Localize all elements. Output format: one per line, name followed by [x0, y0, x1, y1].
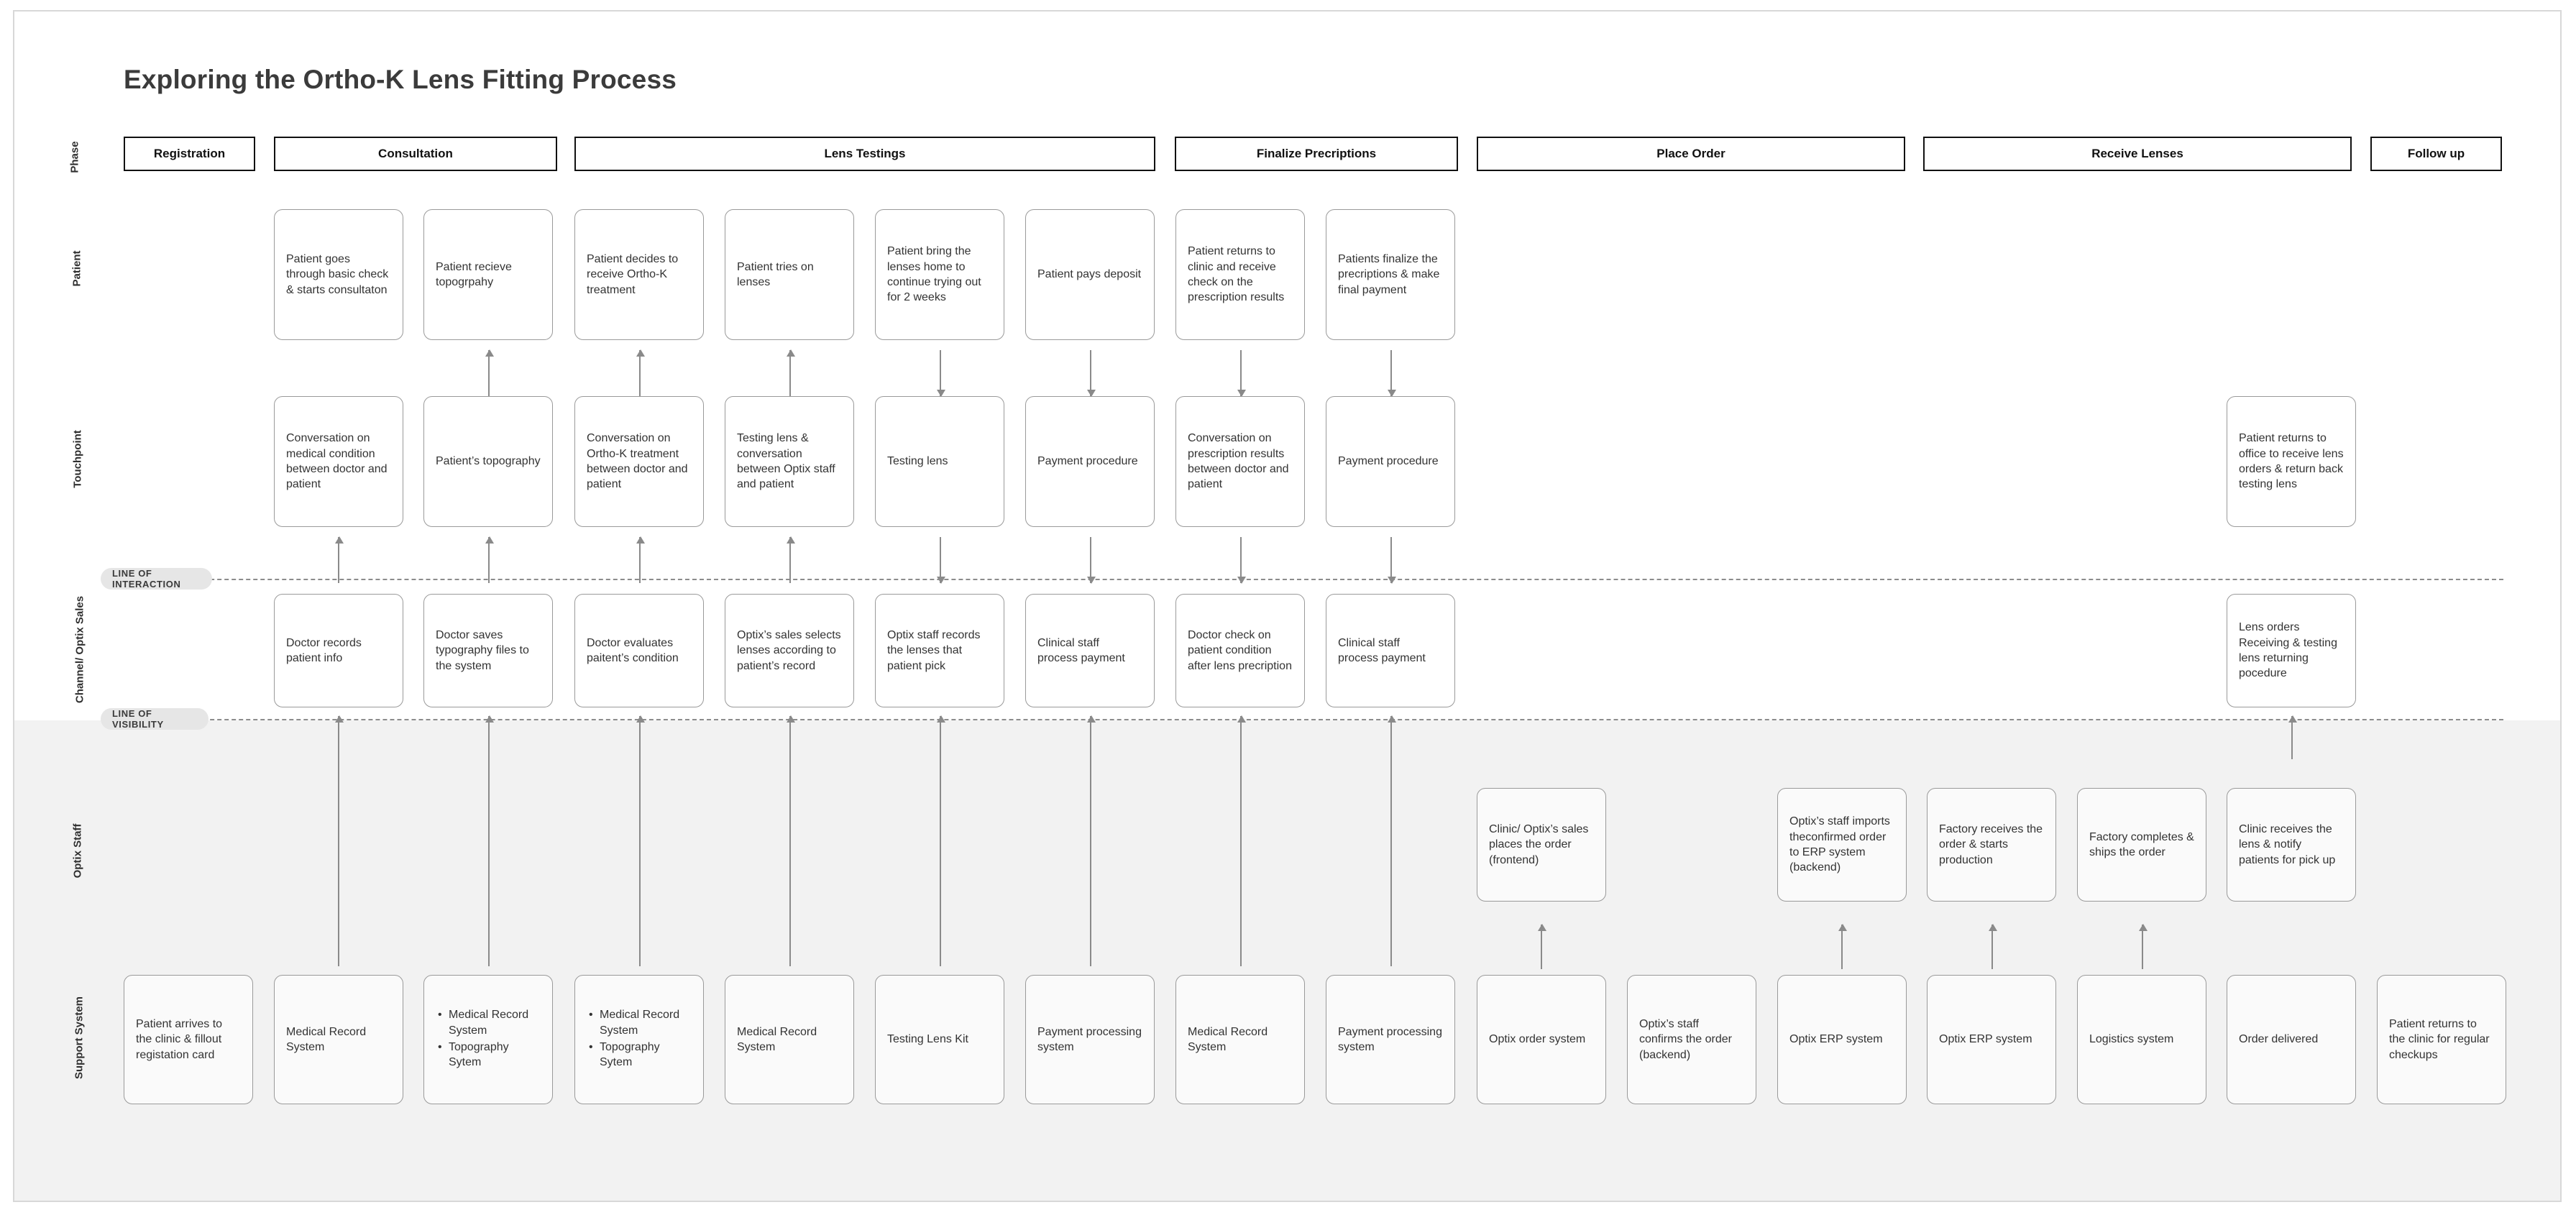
arrow-up-support-to-optix-staff-4: [2139, 924, 2148, 969]
arrow-down-patient-to-touchpoint-8: [1388, 350, 1396, 397]
patient-card-2[interactable]: Patient recieve topogrpahy: [423, 209, 553, 340]
support-card-16[interactable]: Patient returns to the clinic for regula…: [2377, 975, 2506, 1104]
support-card-4[interactable]: Medical Record System Topography Sytem: [574, 975, 704, 1104]
phase-header-receive-lenses[interactable]: Receive Lenses: [1923, 137, 2352, 171]
arrow-down-patient-to-touchpoint-6: [1087, 350, 1096, 397]
touchpoint-card-3[interactable]: Conversation on Ortho-K treatment betwee…: [574, 396, 704, 527]
arrow-up-support-to-channel-1: [335, 715, 344, 966]
arrow-up-channel-to-touchpoint-2: [485, 536, 494, 583]
patient-card-5[interactable]: Patient bring the lenses home to continu…: [875, 209, 1004, 340]
channel-card-8[interactable]: Clinical staff process payment: [1326, 594, 1455, 707]
touchpoint-card-4[interactable]: Testing lens & conversation between Opti…: [725, 396, 854, 527]
optix-staff-card-5[interactable]: Clinic receives the lens & notify patien…: [2227, 788, 2356, 902]
optix-staff-card-2[interactable]: Optix’s staff imports theconfirmed order…: [1777, 788, 1907, 902]
line-of-visibility-label: LINE OF VISIBILITY: [101, 708, 208, 730]
touchpoint-card-6[interactable]: Payment procedure: [1025, 396, 1155, 527]
support-card-10[interactable]: Optix order system: [1477, 975, 1606, 1104]
arrow-up-optix-staff-to-channel-9: [2288, 715, 2297, 759]
support-card-3[interactable]: Medical Record System Topography Sytem: [423, 975, 553, 1104]
patient-card-3[interactable]: Patient decides to receive Ortho-K treat…: [574, 209, 704, 340]
arrow-down-patient-to-touchpoint-5: [937, 350, 945, 397]
optix-staff-card-1[interactable]: Clinic/ Optix’s sales places the order (…: [1477, 788, 1606, 902]
channel-card-2[interactable]: Doctor saves typography files to the sys…: [423, 594, 553, 707]
row-label-touchpoint: Touchpoint: [71, 430, 84, 488]
arrow-down-touchpoint-to-channel-8: [1388, 537, 1396, 584]
phase-header-registration[interactable]: Registration: [124, 137, 255, 171]
row-label-patient: Patient: [70, 250, 83, 287]
support-card-1[interactable]: Patient arrives to the clinic & fillout …: [124, 975, 253, 1104]
phase-header-lens-testings[interactable]: Lens Testings: [574, 137, 1155, 171]
page-title: Exploring the Ortho-K Lens Fitting Proce…: [124, 65, 677, 94]
support-card-12[interactable]: Optix ERP system: [1777, 975, 1907, 1104]
arrow-up-support-to-channel-3: [636, 715, 645, 966]
channel-card-4[interactable]: Optix’s sales selects lenses according t…: [725, 594, 854, 707]
support-card-6[interactable]: Testing Lens Kit: [875, 975, 1004, 1104]
phase-header-follow-up[interactable]: Follow up: [2370, 137, 2502, 171]
support-card-3-list: Medical Record System Topography Sytem: [436, 1007, 541, 1071]
list-item: Topography Sytem: [438, 1040, 541, 1070]
touchpoint-card-2[interactable]: Patient’s topography: [423, 396, 553, 527]
support-card-11[interactable]: Optix’s staff confirms the order (backen…: [1627, 975, 1756, 1104]
optix-staff-card-4[interactable]: Factory completes & ships the order: [2077, 788, 2206, 902]
channel-card-3[interactable]: Doctor evaluates paitent’s condition: [574, 594, 704, 707]
touchpoint-card-7[interactable]: Conversation on prescription results bet…: [1175, 396, 1305, 527]
arrow-up-support-to-optix-staff-2: [1838, 924, 1847, 969]
arrow-up-support-to-channel-8: [1388, 715, 1396, 966]
arrow-up-touchpoint-to-patient-3: [636, 349, 645, 396]
channel-card-5[interactable]: Optix staff records the lenses that pati…: [875, 594, 1004, 707]
phase-header-consultation[interactable]: Consultation: [274, 137, 557, 171]
support-card-5[interactable]: Medical Record System: [725, 975, 854, 1104]
patient-card-6[interactable]: Patient pays deposit: [1025, 209, 1155, 340]
support-card-13[interactable]: Optix ERP system: [1927, 975, 2056, 1104]
arrow-up-support-to-optix-staff-1: [1538, 924, 1546, 969]
row-label-optix-staff: Optix Staff: [71, 823, 84, 879]
line-of-visibility: [124, 719, 2503, 720]
touchpoint-card-1[interactable]: Conversation on medical condition betwee…: [274, 396, 403, 527]
support-card-7[interactable]: Payment processing system: [1025, 975, 1155, 1104]
row-label-phase: Phase: [68, 141, 81, 173]
patient-card-1[interactable]: Patient goes through basic check & start…: [274, 209, 403, 340]
optix-staff-card-3[interactable]: Factory receives the order & starts prod…: [1927, 788, 2056, 902]
patient-card-7[interactable]: Patient returns to clinic and receive ch…: [1175, 209, 1305, 340]
support-card-9[interactable]: Payment processing system: [1326, 975, 1455, 1104]
arrow-up-support-to-channel-4: [787, 715, 795, 966]
patient-card-4[interactable]: Patient tries on lenses: [725, 209, 854, 340]
channel-card-7[interactable]: Doctor check on patient condition after …: [1175, 594, 1305, 707]
touchpoint-card-9[interactable]: Patient returns to office to receive len…: [2227, 396, 2356, 527]
list-item: Topography Sytem: [589, 1040, 692, 1070]
arrow-up-support-to-channel-5: [937, 715, 945, 966]
arrow-up-support-to-channel-2: [485, 715, 494, 966]
touchpoint-card-5[interactable]: Testing lens: [875, 396, 1004, 527]
patient-card-8[interactable]: Patients finalize the precriptions & mak…: [1326, 209, 1455, 340]
list-item: Medical Record System: [589, 1007, 692, 1038]
phase-header-place-order[interactable]: Place Order: [1477, 137, 1905, 171]
row-label-channel: Channel/ Optix Sales: [73, 595, 86, 704]
arrow-down-patient-to-touchpoint-7: [1237, 350, 1246, 397]
arrow-down-touchpoint-to-channel-6: [1087, 537, 1096, 584]
arrow-up-channel-to-touchpoint-1: [335, 536, 344, 583]
arrow-up-support-to-channel-6: [1087, 715, 1096, 966]
arrow-up-support-to-channel-7: [1237, 715, 1246, 966]
channel-card-9[interactable]: Lens orders Receiving & testing lens ret…: [2227, 594, 2356, 707]
channel-card-6[interactable]: Clinical staff process payment: [1025, 594, 1155, 707]
arrow-up-channel-to-touchpoint-4: [787, 536, 795, 583]
arrow-down-touchpoint-to-channel-7: [1237, 537, 1246, 584]
support-card-4-list: Medical Record System Topography Sytem: [587, 1007, 692, 1071]
arrow-up-touchpoint-to-patient-4: [787, 349, 795, 396]
arrow-up-channel-to-touchpoint-3: [636, 536, 645, 583]
arrow-up-support-to-optix-staff-3: [1989, 924, 1997, 969]
arrow-up-touchpoint-to-patient-2: [485, 349, 494, 396]
row-label-support-system: Support System: [73, 996, 86, 1080]
support-card-8[interactable]: Medical Record System: [1175, 975, 1305, 1104]
phase-header-finalize-precriptions[interactable]: Finalize Precriptions: [1175, 137, 1458, 171]
arrow-down-touchpoint-to-channel-5: [937, 537, 945, 584]
line-of-interaction: [124, 579, 2503, 580]
touchpoint-card-8[interactable]: Payment procedure: [1326, 396, 1455, 527]
support-card-14[interactable]: Logistics system: [2077, 975, 2206, 1104]
line-of-interaction-label: LINE OF INTERACTION: [101, 568, 212, 590]
support-card-15[interactable]: Order delivered: [2227, 975, 2356, 1104]
list-item: Medical Record System: [438, 1007, 541, 1038]
channel-card-1[interactable]: Doctor records patient info: [274, 594, 403, 707]
support-card-2[interactable]: Medical Record System: [274, 975, 403, 1104]
